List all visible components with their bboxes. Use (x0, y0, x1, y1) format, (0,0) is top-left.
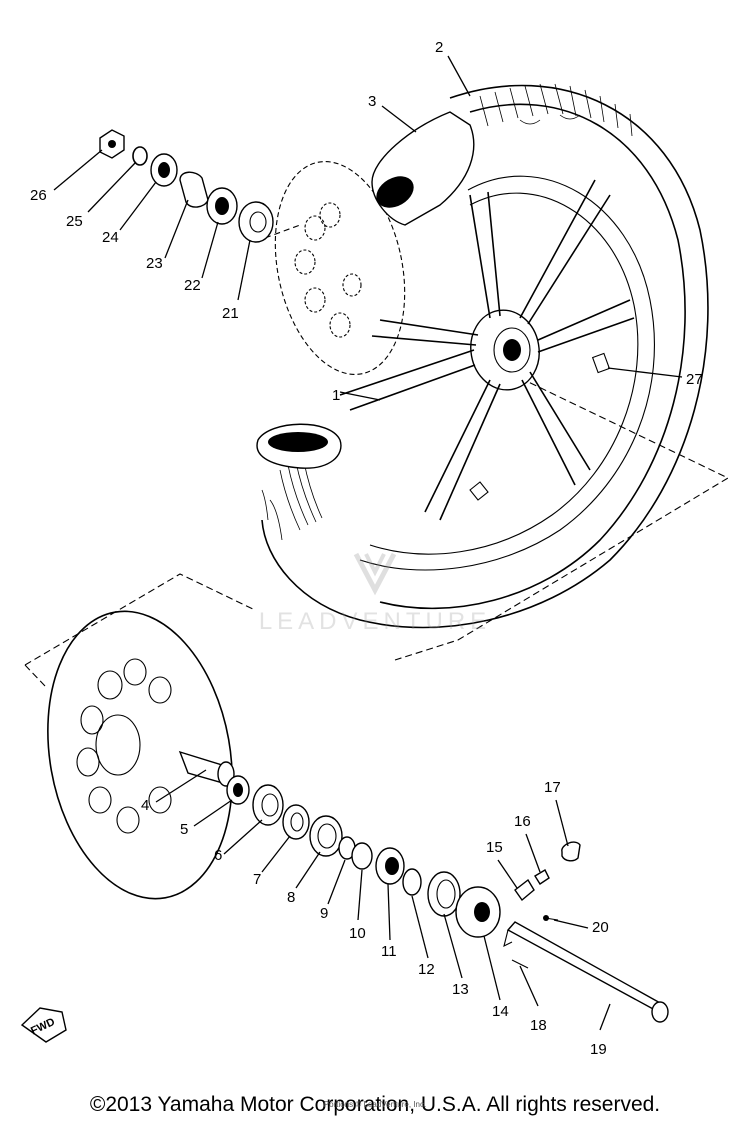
copyright-notice: ©2013 Yamaha Motor Corporation, U.S.A. A… (89, 1093, 661, 1116)
retainer-part-7 (282, 804, 310, 840)
callout-21: 21 (222, 305, 239, 322)
callout-9: 9 (320, 905, 328, 922)
watermark: LEADVENTURE (258, 608, 492, 635)
callout-5: 5 (180, 821, 188, 838)
part-15 (514, 878, 535, 902)
forward-arrow: FWD (20, 1007, 67, 1043)
collar-part-23 (179, 171, 209, 208)
washer-part-12 (402, 868, 422, 896)
callout-1: 1 (332, 387, 340, 404)
callout-13: 13 (452, 981, 469, 998)
callout-15: 15 (486, 839, 503, 856)
callout-numbers: 1 2 3 4 5 6 7 8 9 10 11 12 13 14 15 16 1… (30, 39, 703, 1058)
callout-26: 26 (30, 187, 47, 204)
callout-2: 2 (435, 39, 443, 56)
washer-part-25 (132, 146, 148, 166)
callout-10: 10 (349, 925, 366, 942)
callout-18: 18 (530, 1017, 547, 1034)
callout-7: 7 (253, 871, 261, 888)
callout-22: 22 (184, 277, 201, 294)
callout-16: 16 (514, 813, 531, 830)
washer-part-10 (351, 842, 373, 870)
callout-27: 27 (686, 371, 703, 388)
bearing-part-6 (252, 784, 284, 826)
callout-14: 14 (492, 1003, 509, 1020)
callout-23: 23 (146, 255, 163, 272)
callout-12: 12 (418, 961, 435, 978)
sub-copyright: Portions © LeadVenture, Inc. (323, 1100, 427, 1109)
callout-20: 20 (592, 919, 609, 936)
clip-part-8 (309, 815, 343, 857)
part-17 (561, 841, 581, 862)
upper-exploded-parts (99, 129, 274, 243)
leader-lines (53, 55, 683, 1031)
callout-19: 19 (590, 1041, 607, 1058)
callout-11: 11 (381, 943, 397, 960)
callout-6: 6 (214, 847, 222, 864)
watermark-logo-icon (353, 552, 397, 596)
callout-8: 8 (287, 889, 295, 906)
pin-part-18 (511, 959, 529, 969)
callout-17: 17 (544, 779, 561, 796)
seal-part-21 (238, 201, 274, 243)
callout-24: 24 (102, 229, 119, 246)
part-16 (534, 869, 550, 885)
callout-25: 25 (66, 213, 83, 230)
callout-4: 4 (141, 797, 149, 814)
callout-3: 3 (368, 93, 376, 110)
lower-exploded-parts (47, 610, 669, 1023)
wheel-assembly (256, 83, 709, 629)
